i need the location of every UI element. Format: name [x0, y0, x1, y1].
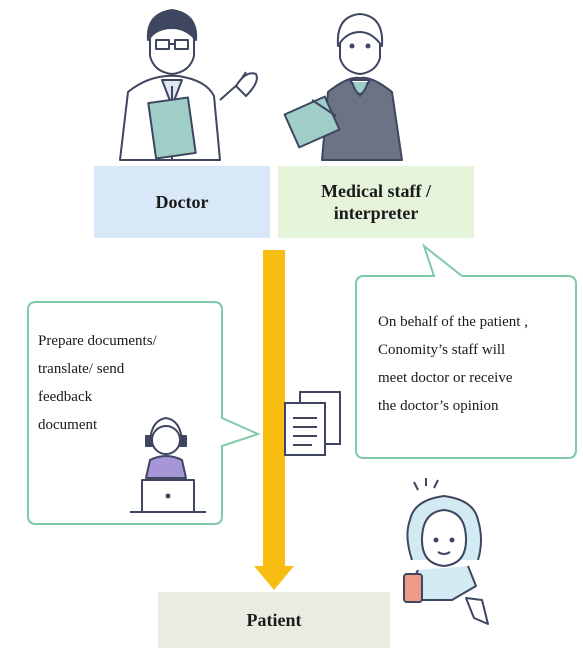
doctor-label: Doctor	[155, 191, 209, 212]
patient-box: Patient	[158, 592, 390, 648]
flow-arrow	[254, 250, 294, 590]
doctor-illustration-icon	[119, 9, 258, 161]
patient-label: Patient	[246, 609, 302, 630]
right-speech-bubble	[355, 243, 577, 459]
documents-icon	[284, 391, 341, 456]
medical-staff-box: Medical staff / interpreter	[278, 166, 474, 238]
operator-illustration-icon	[130, 417, 206, 513]
left-bubble-text: Prepare documents/ translate/ send feedb…	[38, 333, 157, 433]
doctor-box: Doctor	[94, 166, 270, 238]
medical-staff-label: Medical staff / interpreter	[321, 180, 431, 224]
right-bubble-text: On behalf of the patient , Conomity’s st…	[378, 314, 528, 414]
patient-illustration-icon	[403, 478, 489, 625]
medical-staff-illustration-icon	[283, 13, 403, 161]
left-speech-bubble	[27, 301, 261, 525]
